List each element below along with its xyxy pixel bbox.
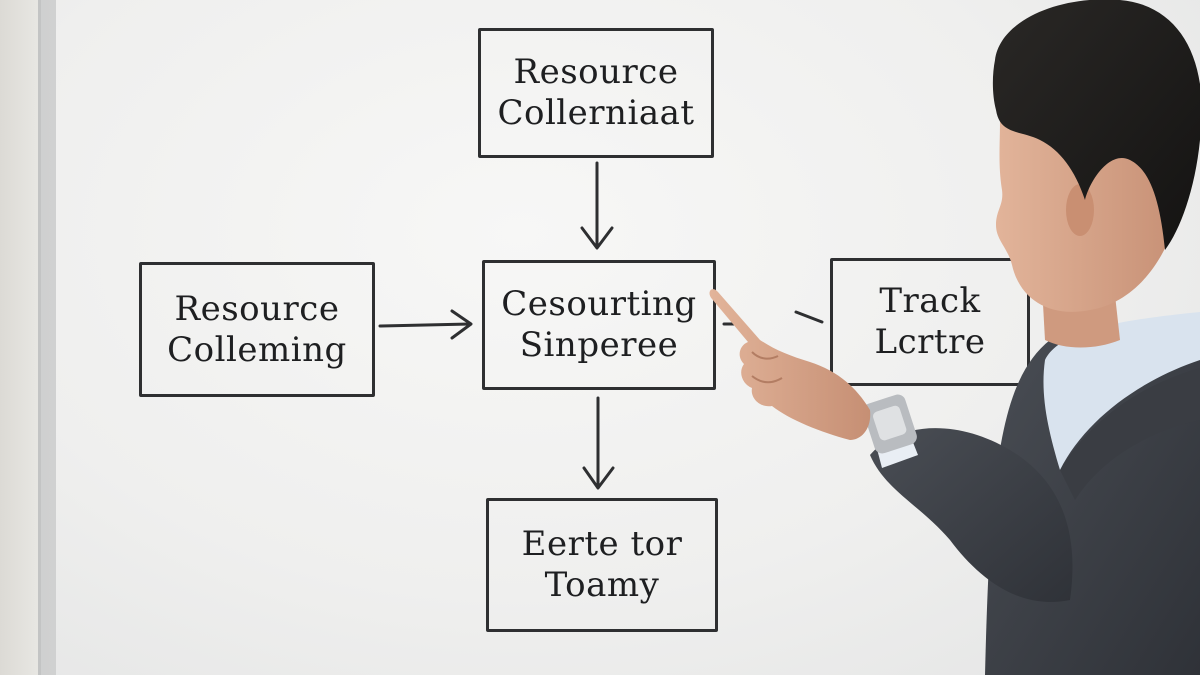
- jacket-lapel: [1060, 368, 1200, 500]
- arrowhead-top-to-center: [580, 226, 614, 250]
- hair: [992, 0, 1200, 250]
- pointing-hand: [709, 289, 871, 440]
- box-center-line2: Sinperee: [519, 325, 679, 365]
- box-bottom-line2: Toamy: [544, 565, 660, 605]
- arrow-left-to-center: [378, 322, 472, 328]
- jacket-arm: [870, 428, 1073, 602]
- box-left-line1: Resource: [174, 288, 340, 329]
- diagram-box-left: Resource Colleming: [139, 262, 375, 397]
- box-top-line1: Resource: [513, 52, 679, 93]
- diagram-box-center: Cesourting Sinperee: [482, 260, 716, 390]
- arrowhead-left-to-center: [450, 309, 473, 340]
- diagram-box-right: Track Lcrtre: [830, 258, 1030, 386]
- arrowhead-center-to-bottom: [582, 466, 615, 490]
- ear: [1066, 184, 1094, 236]
- box-left-line2: Colleming: [167, 329, 347, 370]
- diagram-box-bottom: Eerte tor Toamy: [486, 498, 718, 632]
- shirt-collar: [1043, 312, 1200, 470]
- diagram-box-top: Resource Collerniaat: [478, 28, 714, 158]
- box-center-line1: Cesourting: [501, 284, 697, 325]
- connector-right-stub: [794, 310, 824, 324]
- box-bottom-line1: Eerte tor: [521, 524, 683, 565]
- box-top-line2: Collerniaat: [497, 93, 695, 133]
- box-right-line2: Lcrtre: [874, 322, 986, 362]
- box-right-line1: Track: [879, 281, 981, 322]
